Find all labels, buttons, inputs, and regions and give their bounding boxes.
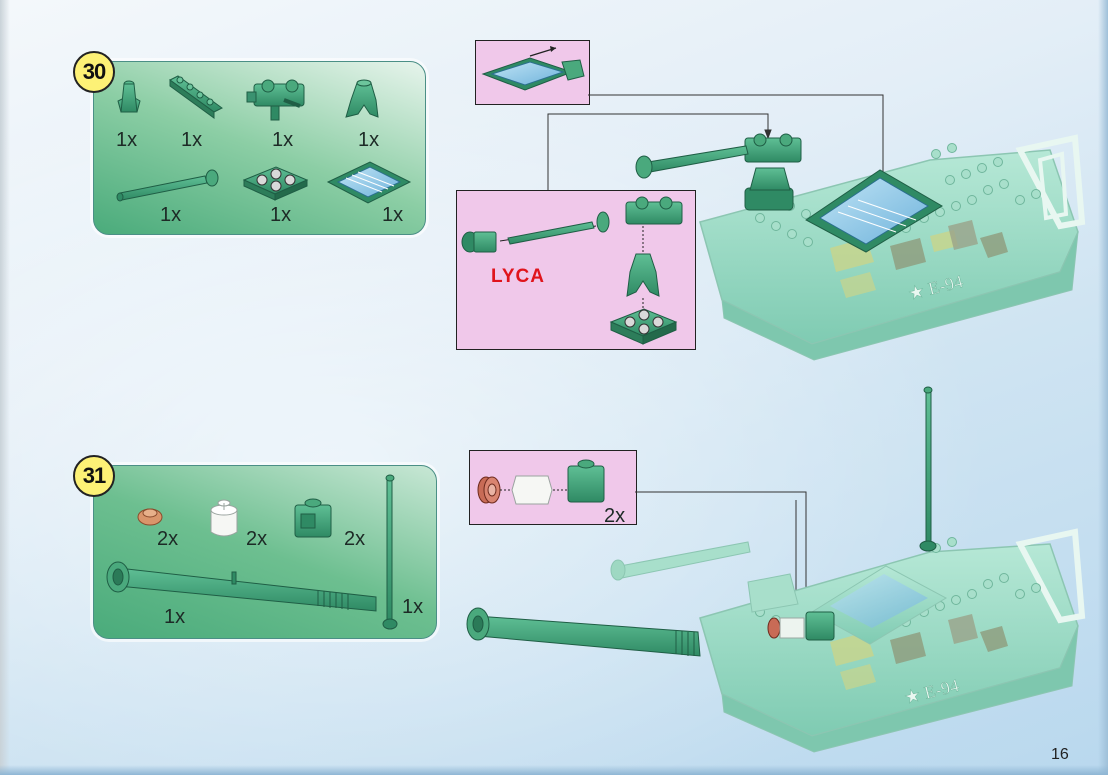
scan-edge-right — [1098, 0, 1108, 775]
qty-long-cannon-barrel: 1x — [164, 606, 186, 628]
qty-clear-round-brick: 2x — [246, 528, 268, 550]
scan-edge-bottom — [0, 765, 1108, 775]
tank-hull-step-31 — [466, 386, 1086, 753]
tank-hull-step-30 — [635, 133, 1086, 361]
callout-window-panel — [481, 46, 585, 91]
callout-cannon-assembly — [461, 196, 683, 345]
step-31-parts-panel — [93, 465, 437, 639]
qty-tapered-cone: 1x — [358, 129, 380, 151]
qty-red-round-plate: 2x — [157, 528, 179, 550]
step-30-leader-lines — [547, 94, 887, 190]
part-green-1x1-brick-with-clip — [294, 498, 332, 538]
part-antenna — [382, 474, 398, 630]
part-turret-clip-brick — [246, 79, 305, 121]
page-number: 16 — [1051, 746, 1069, 763]
part-plate-2x2-with-studs — [242, 166, 309, 201]
part-round-cone — [117, 80, 141, 113]
part-cannon-barrel — [116, 169, 219, 202]
qty-turret-clip-brick: 1x — [272, 129, 294, 151]
part-long-cannon-barrel — [106, 561, 377, 612]
part-tapered-cone — [345, 79, 379, 118]
callout-light-assembly — [477, 459, 605, 505]
qty-antenna: 1x — [402, 596, 424, 618]
qty-plate-1x6-with-clips: 1x — [181, 129, 203, 151]
qty-light-subassembly: 2x — [604, 505, 626, 527]
qty-hinged-window-panel: 1x — [382, 204, 404, 226]
qty-plate-2x2-with-studs: 1x — [270, 204, 292, 226]
step-31-badge: 31 — [73, 455, 115, 497]
qty-green-1x1-brick-with-clip: 2x — [344, 528, 366, 550]
qty-round-cone: 1x — [116, 129, 138, 151]
scan-edge-left — [0, 0, 10, 775]
part-plate-1x6-with-clips — [169, 75, 223, 119]
step-30-badge: 30 — [73, 51, 115, 93]
part-red-round-plate — [137, 508, 163, 526]
part-clear-round-brick — [210, 499, 238, 537]
qty-cannon-barrel: 1x — [160, 204, 182, 226]
watermark-text: LYCA — [491, 266, 545, 287]
part-hinged-window-panel — [326, 161, 412, 204]
